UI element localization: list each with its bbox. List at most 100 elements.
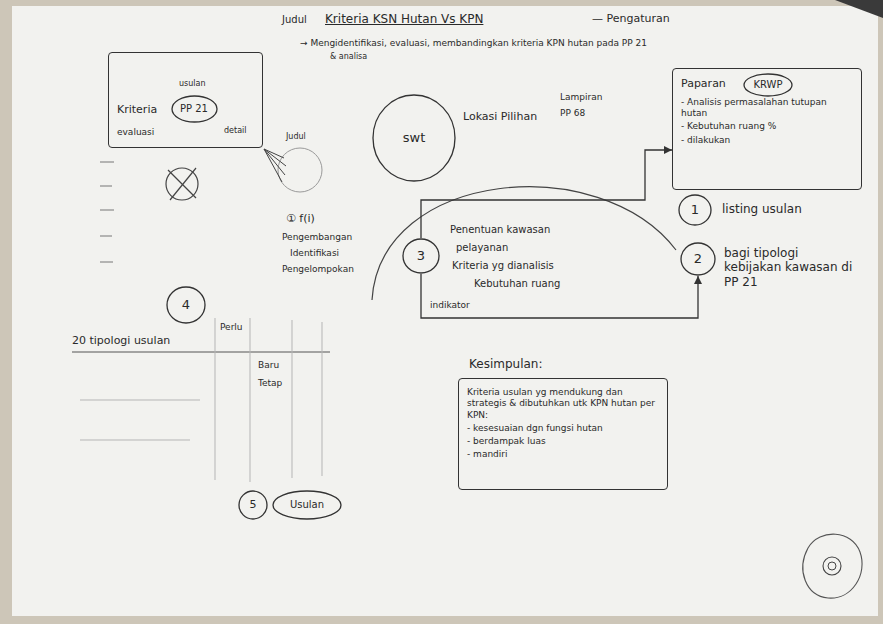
node-text: - dilakukan — [681, 135, 853, 146]
node-text: - kesesuaian dgn fungsi hutan — [467, 423, 659, 434]
node-text: evaluasi — [117, 127, 154, 138]
node-text: - berdampak luas — [467, 436, 659, 447]
node-text: - Analisis permasalahan tutupan hutan — [681, 97, 853, 120]
table-sketch — [72, 318, 330, 482]
handwritten-note: PP 68 — [560, 108, 585, 119]
handwritten-note: Identifikasi — [290, 248, 339, 259]
handwritten-note: indikator — [430, 300, 470, 311]
table-column — [322, 322, 323, 476]
handwritten-note: Judul — [286, 132, 306, 142]
node-heading: Kriteria — [117, 103, 157, 117]
table-column — [250, 318, 251, 482]
dark-corner — [835, 0, 883, 18]
handwritten-note: ① f(i) — [286, 212, 315, 225]
circled-note: Usulan — [272, 490, 342, 520]
callout-number: 4 — [166, 286, 206, 324]
ellipse-outline-shape — [273, 491, 341, 519]
handwritten-note: → Mengidentifikasi, evaluasi, membanding… — [300, 38, 647, 49]
crossed-circle — [166, 168, 198, 200]
table-rule — [80, 440, 190, 441]
scribble-circle — [166, 168, 198, 200]
node-heading: 2 — [694, 251, 702, 267]
ellipse-outline-shape — [373, 95, 455, 181]
node-heading: swt — [403, 130, 426, 146]
sketch-arc — [372, 187, 676, 300]
handwritten-note: Kebutuhan ruang — [474, 278, 560, 290]
callout-number: 1 — [678, 194, 712, 226]
sketch-circle — [278, 148, 322, 192]
fan-lines — [264, 149, 286, 182]
margin-dashes — [100, 162, 114, 262]
ellipse-outline-shape — [167, 287, 205, 323]
handwritten-note: listing usulan — [722, 202, 802, 216]
node-text: - mandiri — [467, 449, 659, 460]
handwritten-note: Penentuan kawasan — [450, 224, 550, 236]
scribble-circle — [828, 562, 836, 570]
node-text: Kriteria usulan yg mendukung dan strateg… — [467, 387, 659, 421]
ellipse-outline-shape — [172, 96, 217, 122]
node-heading: Usulan — [290, 499, 324, 512]
sketch-title: Kriteria KSN Hutan Vs KPN — [325, 12, 483, 26]
table-column — [292, 320, 293, 478]
handwritten-note: — Pengaturan — [592, 12, 670, 25]
arrow-connector — [421, 274, 698, 318]
table-column — [215, 318, 216, 480]
scribble-circle — [823, 557, 841, 575]
fan-line — [264, 149, 282, 182]
node-heading: 5 — [250, 498, 257, 512]
cross-line — [170, 168, 196, 200]
dash — [100, 210, 114, 211]
ellipse-outline-shape — [681, 243, 715, 275]
handwritten-note: Judul — [282, 14, 307, 26]
circled-note: PP 21 — [171, 95, 218, 123]
handwritten-note: bagi tipologi kebijakan kawasan di PP 21 — [724, 246, 859, 289]
ellipse-outline-shape — [744, 74, 792, 96]
ellipse-outline-shape — [403, 239, 439, 273]
handwritten-note: Kriteria yg dianalisis — [452, 260, 554, 272]
node-heading: 4 — [182, 297, 190, 313]
criteria-box: Kriteria usulan evaluasi PP 21 — [108, 52, 263, 148]
callout-number: 5 — [238, 490, 268, 520]
handwritten-note: Tetap — [258, 378, 282, 389]
sketch-circle-node: swt — [372, 94, 456, 182]
node-heading: 1 — [691, 202, 699, 218]
node-text: - Kebutuhan ruang % — [681, 121, 853, 132]
handwritten-note: Pengembangan — [282, 232, 352, 243]
table-rule — [80, 400, 200, 401]
handwritten-note: Baru — [258, 360, 279, 371]
ellipse-outline-shape — [239, 491, 267, 519]
handwritten-note: 20 tipologi usulan — [72, 334, 170, 347]
conclusion-box: Kesimpulan:Kriteria usulan yg mendukung … — [458, 378, 668, 490]
table-rule — [72, 352, 330, 353]
handwritten-note: pelayanan — [456, 242, 508, 254]
handwritten-note: Lampiran — [560, 92, 602, 103]
dash — [100, 236, 112, 237]
node-text: usulan — [179, 79, 206, 89]
node-heading: KRWP — [753, 79, 782, 92]
circled-note: KRWP — [743, 73, 793, 97]
callout-number: 3 — [402, 238, 440, 274]
ellipse-outline-shape — [679, 195, 711, 225]
paparan-box: Paparan- Analisis permasalahan tutupan h… — [672, 68, 862, 190]
handwritten-note: detail — [224, 126, 246, 136]
callout-number: 2 — [680, 242, 716, 276]
dash — [100, 186, 112, 187]
node-heading: 3 — [417, 248, 425, 264]
fan-line — [264, 149, 285, 175]
handwritten-note: & analisa — [330, 52, 367, 62]
sketch-blob — [803, 534, 862, 598]
fan-line — [264, 149, 286, 166]
arrow-connector — [421, 150, 672, 238]
handwritten-note: Perlu — [220, 322, 243, 333]
handwritten-note: Pengelompokan — [282, 264, 354, 275]
cross-line — [168, 170, 196, 198]
node-heading: Kesimpulan: — [469, 357, 543, 372]
handwritten-note: Lokasi Pilihan — [463, 110, 537, 123]
dash — [100, 262, 113, 263]
node-heading: PP 21 — [180, 103, 208, 116]
paper-sheet — [12, 6, 878, 616]
